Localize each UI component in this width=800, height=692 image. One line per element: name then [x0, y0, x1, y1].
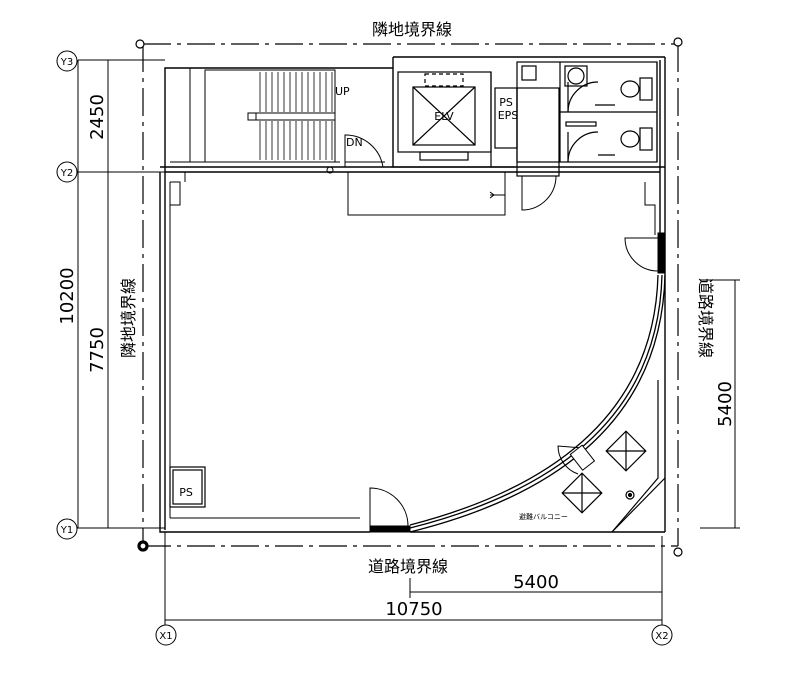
grid-bubble-y2: Y2 [56, 161, 78, 183]
site-boundary [142, 43, 679, 547]
toilet-block [516, 61, 658, 163]
ps-box [169, 466, 206, 508]
svg-text:X2: X2 [655, 631, 668, 642]
stair-treads-lower [259, 121, 333, 160]
right-dimension-lines [700, 279, 740, 529]
left-dimension-lines [73, 59, 165, 529]
elevator-core [391, 71, 515, 168]
bottom-boundary-label: 道路境界線 [368, 557, 448, 576]
interior-offset [169, 172, 656, 519]
bottom-entrance-door [369, 487, 411, 533]
curve-door [557, 444, 596, 475]
curved-facade [409, 274, 666, 533]
bottom-dimension-lines [164, 532, 663, 630]
balcony-label: 避難バルコニー [519, 512, 568, 521]
svg-text:X1: X1 [159, 631, 172, 642]
eps-door [521, 175, 557, 211]
grid-bubble-x2: X2 [651, 624, 673, 646]
dim-5400-bottom: 5400 [513, 572, 559, 593]
grid-bubble-y1: Y1 [56, 518, 78, 540]
elevator-hall [347, 172, 506, 216]
dim-10750: 10750 [385, 599, 442, 620]
stair-up-label: UP [335, 85, 350, 98]
right-door [624, 232, 666, 274]
grid-bubble-y3: Y3 [56, 50, 78, 72]
svg-text:Y3: Y3 [60, 57, 73, 68]
boundary-markers [135, 37, 683, 557]
stair-door [326, 134, 385, 174]
eps-label: EPS [498, 109, 519, 122]
elevator-label: ELV [434, 110, 454, 123]
grid-bubble-x1: X1 [155, 624, 177, 646]
dim-2450: 2450 [87, 94, 108, 140]
dim-7750: 7750 [87, 327, 108, 373]
ps-label: PS [499, 96, 513, 109]
dim-10200: 10200 [57, 267, 78, 324]
dim-5400-right: 5400 [715, 381, 736, 427]
svg-text:Y2: Y2 [60, 168, 73, 179]
staircase [170, 68, 340, 163]
stair-dn-label: DN [346, 136, 363, 149]
stair-treads-upper [259, 72, 333, 112]
right-boundary-label: 道路境界線 [696, 278, 715, 358]
left-boundary-label: 隣地境界線 [119, 278, 138, 358]
ps-box-label: PS [179, 486, 193, 499]
svg-text:Y1: Y1 [60, 525, 73, 536]
evacuation-balcony [561, 380, 666, 533]
top-boundary-label: 隣地境界線 [372, 20, 452, 39]
